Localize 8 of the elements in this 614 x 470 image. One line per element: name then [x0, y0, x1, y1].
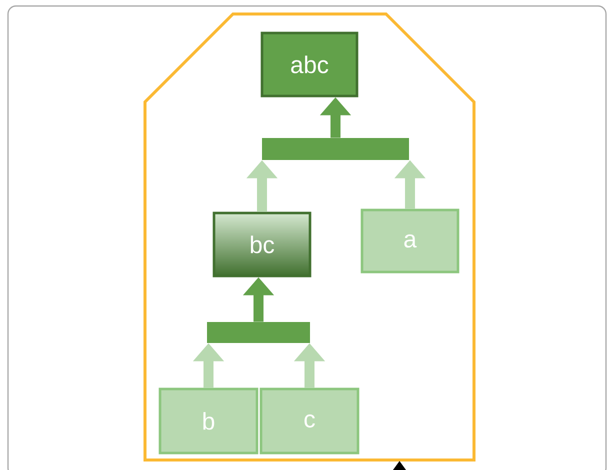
label-box: a	[360, 208, 460, 274]
join-bar	[207, 322, 310, 343]
join-bar	[262, 138, 409, 160]
label-box: bc	[212, 212, 312, 278]
label-box: c	[260, 388, 360, 454]
hexagon-frame	[144, 12, 476, 462]
label-box: b	[158, 388, 258, 454]
label-box: abc	[260, 32, 358, 98]
